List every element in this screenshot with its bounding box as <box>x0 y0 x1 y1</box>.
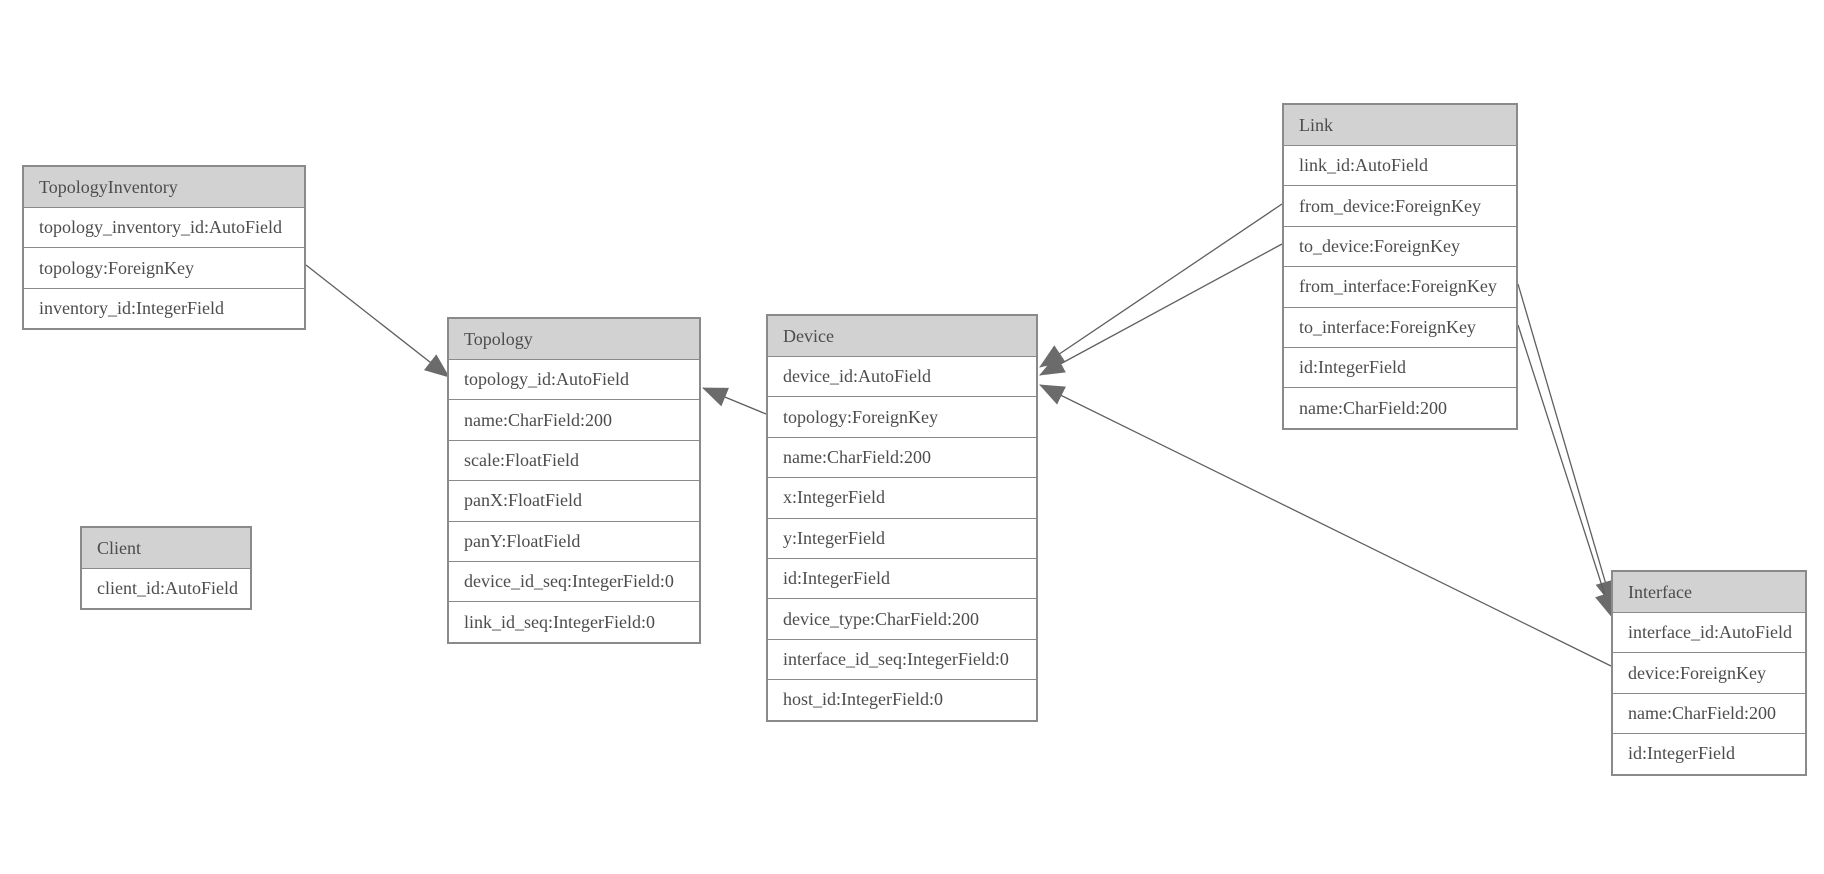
entity-topology-field-0: topology_id:AutoField <box>449 359 699 400</box>
entity-device-field-6: device_type:CharField:200 <box>768 598 1036 639</box>
entity-topology-inventory-title: TopologyInventory <box>24 167 304 207</box>
entity-device-field-3: x:IntegerField <box>768 477 1036 518</box>
entity-topology-inventory-field-2: inventory_id:IntegerField <box>24 287 304 329</box>
entity-device-field-1: topology:ForeignKey <box>768 396 1036 437</box>
entity-device-field-0: device_id:AutoField <box>768 356 1036 397</box>
entity-device-field-5: id:IntegerField <box>768 557 1036 599</box>
entity-topology-field-2: scale:FloatField <box>449 439 699 481</box>
entity-topology-inventory-field-0: topology_inventory_id:AutoField <box>24 207 304 248</box>
entity-interface-field-3: id:IntegerField <box>1613 733 1805 774</box>
entity-client-title: Client <box>82 528 250 568</box>
entity-client-field-0: client_id:AutoField <box>82 568 250 609</box>
relation-link-from_interface-fk <box>1517 283 1615 606</box>
relation-link-from_device-fk <box>1039 203 1283 368</box>
entity-interface-title: Interface <box>1613 572 1805 612</box>
entity-interface-field-1: device:ForeignKey <box>1613 652 1805 693</box>
entity-topology-inventory-field-1: topology:ForeignKey <box>24 247 304 288</box>
entity-interface-field-2: name:CharField:200 <box>1613 692 1805 734</box>
entity-device-title: Device <box>768 316 1036 356</box>
relation-link-to_device-fk <box>1039 243 1283 376</box>
entity-interface-field-0: interface_id:AutoField <box>1613 612 1805 653</box>
entity-link-field-1: from_device:ForeignKey <box>1284 185 1516 226</box>
entity-device-field-8: host_id:IntegerField:0 <box>768 679 1036 720</box>
entity-topology-title: Topology <box>449 319 699 359</box>
entity-topology-field-6: link_id_seq:IntegerField:0 <box>449 601 699 642</box>
entity-device-field-7: interface_id_seq:IntegerField:0 <box>768 638 1036 680</box>
relation-link-to_interface-fk <box>1517 324 1615 618</box>
entity-topology-field-1: name:CharField:200 <box>449 399 699 440</box>
relation-topologyinventory-topology-fk <box>305 264 450 378</box>
entity-link-field-0: link_id:AutoField <box>1284 145 1516 186</box>
entity-topology-field-4: panY:FloatField <box>449 520 699 561</box>
entity-link-field-6: name:CharField:200 <box>1284 387 1516 428</box>
entity-link-field-2: to_device:ForeignKey <box>1284 225 1516 267</box>
entity-link-title: Link <box>1284 105 1516 145</box>
entity-topology-field-5: device_id_seq:IntegerField:0 <box>449 560 699 602</box>
entity-device-field-4: y:IntegerField <box>768 517 1036 558</box>
entity-link-field-5: id:IntegerField <box>1284 346 1516 388</box>
entity-topology-field-3: panX:FloatField <box>449 480 699 521</box>
entity-link-field-3: from_interface:ForeignKey <box>1284 266 1516 307</box>
entity-device-field-2: name:CharField:200 <box>768 436 1036 478</box>
entity-link-field-4: to_interface:ForeignKey <box>1284 306 1516 347</box>
relation-device-topology-fk <box>702 387 767 415</box>
